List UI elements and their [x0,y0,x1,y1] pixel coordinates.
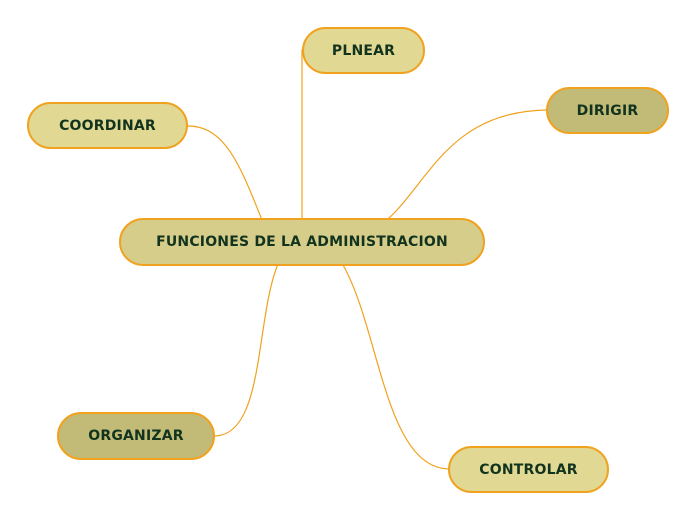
link-controlar [342,264,451,470]
node-dirigir[interactable]: DIRIGIR [546,87,669,134]
node-planear-label: PLNEAR [331,42,396,59]
node-organizar[interactable]: ORGANIZAR [57,412,215,460]
node-coordinar[interactable]: COORDINAR [27,102,188,149]
node-planear[interactable]: PLNEAR [302,27,425,74]
link-planear [301,49,304,220]
node-central[interactable]: FUNCIONES DE LA ADMINISTRACION [119,218,485,266]
node-coordinar-label: COORDINAR [59,117,156,134]
node-controlar-label: CONTROLAR [479,461,578,478]
node-central-label: FUNCIONES DE LA ADMINISTRACION [156,234,448,250]
node-organizar-label: ORGANIZAR [88,428,184,444]
link-organizar [213,263,279,437]
link-dirigir [387,109,547,220]
link-coordinar [187,125,263,221]
node-dirigir-label: DIRIGIR [576,102,639,119]
node-controlar[interactable]: CONTROLAR [448,446,609,493]
